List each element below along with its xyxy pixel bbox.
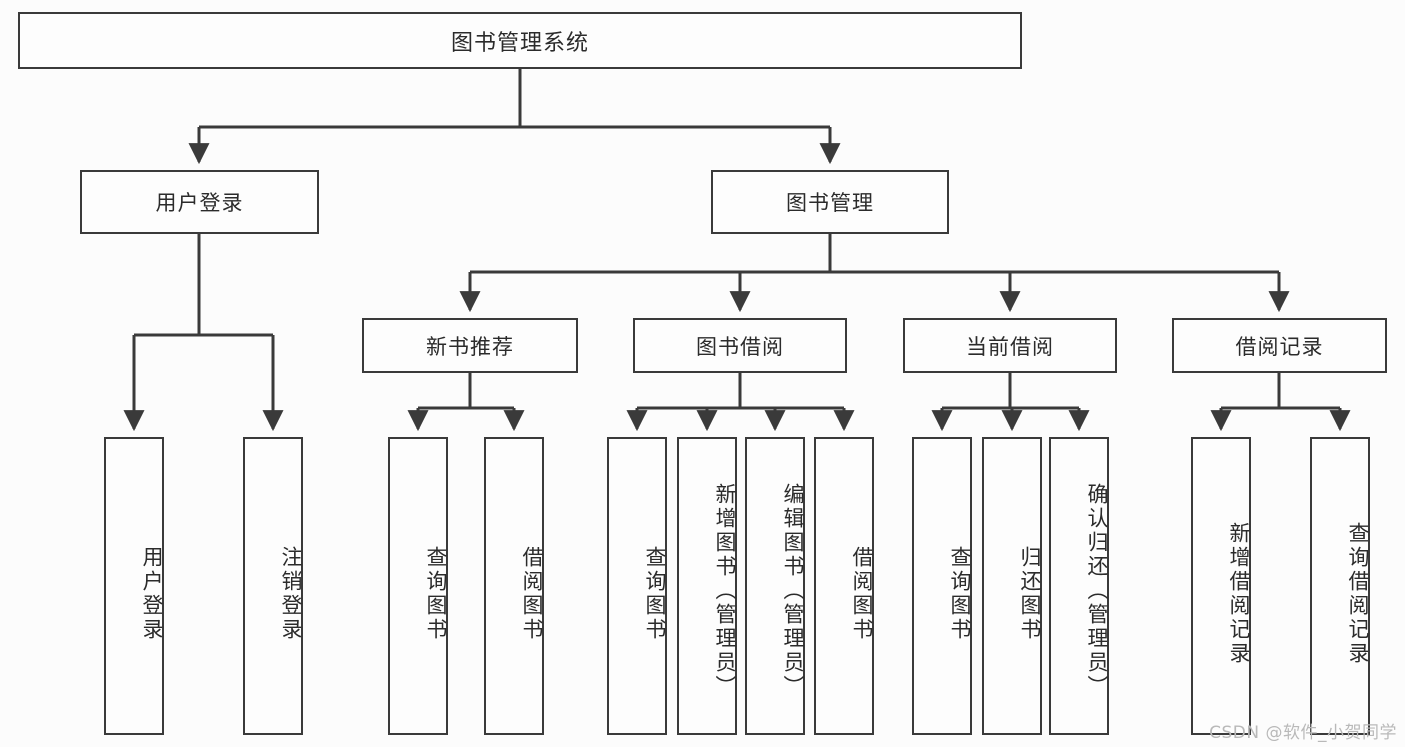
node-book-borrow[interactable]: 图书借阅 [633,318,847,373]
node-leaf-return-book[interactable]: 归还图书 [982,437,1042,735]
node-leaf-query-book-current[interactable]: 查询图书 [912,437,972,735]
node-leaf-query-book-recommend[interactable]: 查询图书 [388,437,448,735]
node-leaf-query-book-borrow[interactable]: 查询图书 [607,437,667,735]
node-book-management[interactable]: 图书管理 [711,170,949,234]
node-borrow-record[interactable]: 借阅记录 [1172,318,1387,373]
node-leaf-edit-book-admin[interactable]: 编辑图书（管理员） [745,437,805,735]
node-leaf-add-borrow-record[interactable]: 新增借阅记录 [1191,437,1251,735]
node-leaf-borrow-book-recommend[interactable]: 借阅图书 [484,437,544,735]
csdn-watermark: CSDN @软件_小贺同学 [1209,723,1397,743]
node-leaf-user-logout[interactable]: 注销登录 [243,437,303,735]
node-leaf-borrow-book[interactable]: 借阅图书 [814,437,874,735]
node-root-book-management-system[interactable]: 图书管理系统 [18,12,1022,69]
node-user-login[interactable]: 用户登录 [80,170,319,234]
node-leaf-user-login[interactable]: 用户登录 [104,437,164,735]
node-leaf-add-book-admin[interactable]: 新增图书（管理员） [677,437,737,735]
node-leaf-query-borrow-record[interactable]: 查询借阅记录 [1310,437,1370,735]
node-new-book-recommend[interactable]: 新书推荐 [362,318,578,373]
node-leaf-confirm-return-admin[interactable]: 确认归还（管理员） [1049,437,1109,735]
node-current-borrow[interactable]: 当前借阅 [903,318,1117,373]
